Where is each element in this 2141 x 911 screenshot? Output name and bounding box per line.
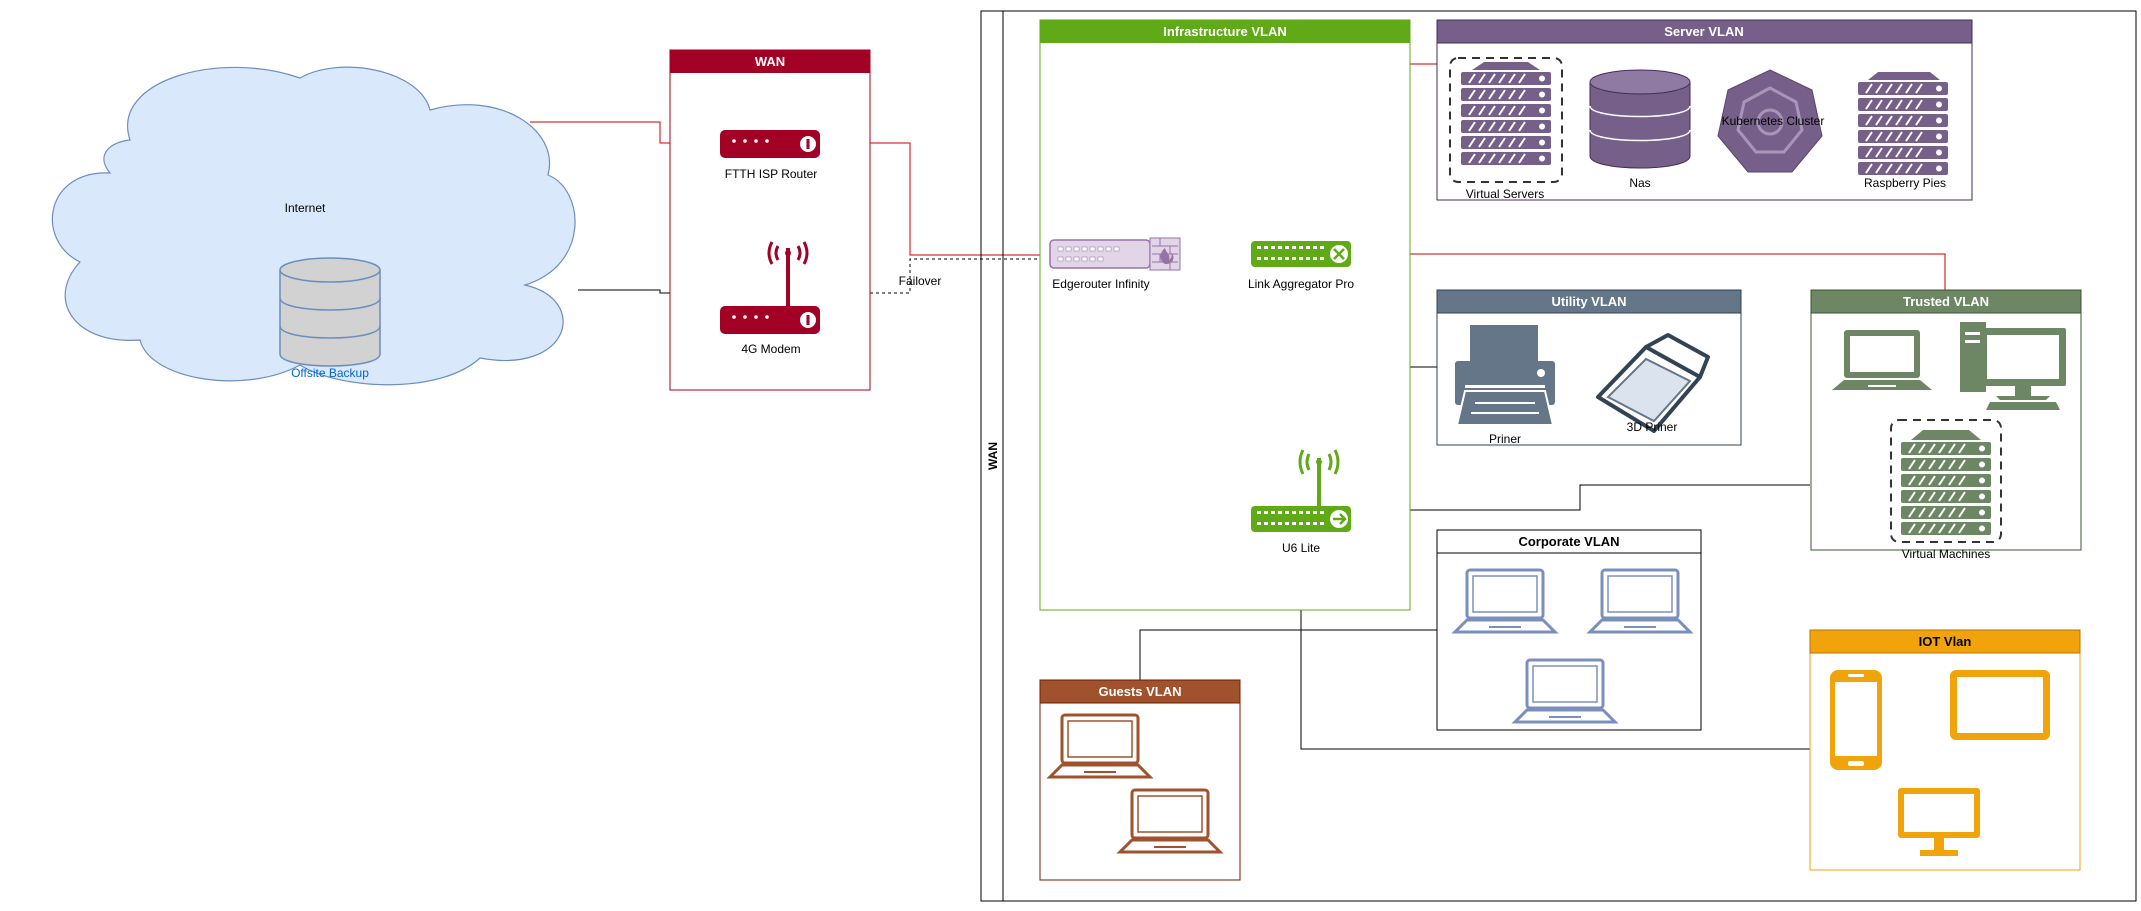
iot-vlan-title: IOT Vlan [1919, 634, 1972, 649]
failover-label: Failover [899, 274, 942, 288]
printer-icon [1455, 325, 1555, 426]
aggregator-label: Link Aggregator Pro [1248, 277, 1354, 291]
tablet-icon [1950, 670, 2050, 740]
raspberry-pies-icon [1857, 72, 1949, 176]
edgerouter-label: Edgerouter Infinity [1052, 277, 1149, 291]
iot-vlan: IOT Vlan [1809, 629, 2081, 871]
guests-vlan: Guests VLAN [1039, 679, 1241, 881]
internet-label: Internet [285, 201, 326, 215]
raspberry-pies-label: Raspberry Pies [1864, 176, 1946, 190]
trusted-vlan-title: Trusted VLAN [1903, 294, 1989, 309]
nas-label: Nas [1629, 176, 1650, 190]
u6-label: U6 Lite [1282, 541, 1320, 555]
3d-printer-label: 3D Priner [1627, 420, 1678, 434]
monitor-icon [1898, 788, 1980, 856]
trusted-vlan: Trusted VLAN Virtual Ma [1810, 289, 2082, 561]
virtual-servers-icon [1449, 57, 1563, 183]
internet-cloud: Internet Offsite Backup [51, 66, 576, 386]
3d-printer-icon [1596, 333, 1710, 433]
virtual-servers-label: Virtual Servers [1466, 187, 1544, 201]
link-aggregator-trusted [1351, 253, 1946, 290]
corporate-laptop-1-icon [1453, 568, 1557, 634]
printer-label: Priner [1489, 432, 1521, 446]
edgerouter-icon [1049, 237, 1181, 271]
guest-laptop-2-icon [1118, 788, 1222, 854]
4g-modem-label: 4G Modem [741, 342, 800, 356]
link-corporate-guests [1139, 629, 1437, 680]
virtual-machines-icon [1890, 419, 2002, 543]
trusted-laptop-icon [1832, 330, 1932, 390]
virtual-machines-label: Virtual Machines [1902, 547, 1991, 561]
trusted-desktop-icon [1960, 322, 2066, 410]
guest-laptop-1-icon [1048, 713, 1152, 779]
corporate-vlan-title: Corporate VLAN [1518, 534, 1619, 549]
aggregator-switch-icon [1251, 241, 1351, 267]
corporate-vlan: Corporate VLAN [1436, 529, 1702, 731]
utility-vlan: Utility VLAN Priner 3D Priner [1436, 289, 1742, 446]
server-vlan-title: Server VLAN [1664, 24, 1743, 39]
nas-database-icon [1589, 69, 1691, 169]
outer-wan-label: WAN [986, 442, 1000, 470]
infrastructure-vlan: Infrastructure VLAN Edgerouter Infinity … [1039, 19, 1411, 611]
wan-group: WAN FTTH ISP Router 4G Modem [669, 49, 871, 391]
cloud-shape [51, 66, 576, 386]
u6-access-point-icon [1251, 449, 1351, 532]
ftth-router-icon [720, 130, 820, 158]
server-vlan: Server VLAN Virtual Servers Nas Kubernet… [1436, 19, 1973, 201]
guests-vlan-title: Guests VLAN [1098, 684, 1181, 699]
utility-vlan-title: Utility VLAN [1551, 294, 1626, 309]
wan-group-title: WAN [755, 54, 785, 69]
corporate-laptop-2-icon [1588, 568, 1692, 634]
ftth-router-label: FTTH ISP Router [725, 167, 817, 181]
offsite-backup-label: Offsite Backup [291, 366, 369, 380]
outer-wan-container: WAN [980, 10, 2137, 902]
infrastructure-vlan-title: Infrastructure VLAN [1163, 24, 1287, 39]
corporate-laptop-3-icon [1513, 658, 1617, 724]
link-u6-trusted [1351, 484, 1810, 511]
kubernetes-icon [1717, 69, 1823, 173]
phone-icon [1830, 670, 1882, 770]
4g-modem-icon [720, 241, 820, 334]
kubernetes-label: Kubernetes Cluster [1722, 114, 1825, 128]
database-icon [279, 257, 381, 367]
